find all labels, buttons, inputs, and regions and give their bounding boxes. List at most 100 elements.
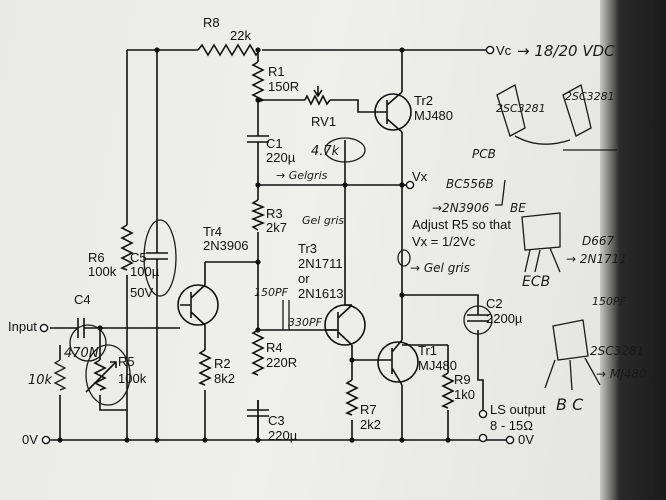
r7-value: 2k2 xyxy=(360,417,381,432)
page-fold-shadow xyxy=(600,0,666,500)
c5-voltage: 50V xyxy=(130,285,153,300)
r9-value: 1k0 xyxy=(454,387,475,402)
zero-left-label: 0V xyxy=(22,432,38,447)
zero-left-terminal xyxy=(41,435,51,445)
vx-terminal xyxy=(405,180,415,190)
r5-arrow xyxy=(85,361,117,393)
r2-label: R2 xyxy=(214,356,231,371)
r3-resistor xyxy=(250,199,266,231)
r8-label: R8 xyxy=(203,15,220,30)
hw-2n3906: →2N3906 xyxy=(432,201,490,215)
tr1-value: MJ480 xyxy=(418,358,457,373)
tr2-value: MJ480 xyxy=(414,108,453,123)
tr3-base-capacitor xyxy=(282,300,290,330)
rv1-value: 4.7k xyxy=(311,144,340,159)
tr1-label: Tr1 xyxy=(418,343,437,358)
r9-label: R9 xyxy=(454,372,471,387)
c1-label: C1 xyxy=(266,136,283,151)
hw-2n1711: → 2N1711 xyxy=(566,252,627,266)
vc-note: → 18/20 VDC xyxy=(517,42,615,60)
c4-capacitor xyxy=(70,318,92,338)
r3-label: R3 xyxy=(266,206,283,221)
hw-t2: 2SC3281 xyxy=(565,90,615,103)
hw-be-pinout: BE xyxy=(510,201,526,215)
ls-output-value: 8 - 15Ω xyxy=(490,418,533,433)
r8-resistor xyxy=(197,43,261,57)
c3-label: C3 xyxy=(268,413,285,428)
wires xyxy=(50,49,510,441)
adjust-note-1: Adjust R5 so that xyxy=(412,217,511,232)
tr3-alt: 2N1613 xyxy=(298,286,344,301)
r1-label: R1 xyxy=(268,64,285,79)
r7-label: R7 xyxy=(360,402,377,417)
handwritten-notes xyxy=(69,84,617,406)
c2-value: 2200µ xyxy=(486,311,523,326)
tr4-label: Tr4 xyxy=(203,224,222,239)
ls-terminal-top xyxy=(478,409,488,419)
r2-value: 8k2 xyxy=(214,371,235,386)
r4-resistor xyxy=(251,329,265,376)
tr4-transistor xyxy=(177,284,219,326)
zero-right-terminal xyxy=(505,435,515,445)
hw-r3-note: Gel gris xyxy=(302,214,344,227)
r1-resistor xyxy=(251,61,265,103)
r8-value: 22k xyxy=(230,28,251,43)
c1-capacitor xyxy=(247,130,269,160)
r9-resistor xyxy=(441,372,455,409)
handwritten-10k-resistor xyxy=(53,359,67,391)
hw-330pf: 330PF xyxy=(288,316,323,329)
hw-10k-note: 10k xyxy=(28,373,53,388)
tr4-value: 2N3906 xyxy=(203,238,249,253)
hw-2sc3281: 2SC3281 xyxy=(590,344,644,358)
hw-mj480: → MJ480 xyxy=(596,367,647,381)
hw-bc556b: BC556B xyxy=(446,177,494,191)
tr1-transistor xyxy=(377,339,419,386)
r5-value: 100k xyxy=(118,371,147,386)
hw-150pf-b: 150PF xyxy=(592,295,627,308)
r2-resistor xyxy=(198,349,212,386)
c5-value: 100µ xyxy=(130,264,160,279)
tr3-label: Tr3 xyxy=(298,241,317,256)
vx-label: Vx xyxy=(412,169,428,184)
r6-resistor xyxy=(120,224,134,271)
adjust-note-2: Vx = 1/2Vc xyxy=(412,234,476,249)
c4-label: C4 xyxy=(74,292,91,307)
hw-ecb: ECB xyxy=(522,274,550,290)
c1-value: 220µ xyxy=(266,150,296,165)
c5-capacitor xyxy=(146,240,168,275)
r6-value: 100k xyxy=(88,264,117,279)
tr3-transistor xyxy=(324,304,366,346)
ls-terminal-bottom xyxy=(478,433,488,443)
rv1-label: RV1 xyxy=(311,114,336,129)
tr2-label: Tr2 xyxy=(414,93,433,108)
hw-vx-note: → Gel gris xyxy=(410,261,470,275)
ls-output-label: LS output xyxy=(490,402,546,417)
r4-value: 220R xyxy=(266,355,297,370)
tr3-or: or xyxy=(298,271,310,286)
hw-c1-note: → Gelgris xyxy=(276,169,328,182)
hw-150pf: 150PF xyxy=(254,286,289,299)
r5-resistor xyxy=(93,359,107,391)
r5-label: R5 xyxy=(118,354,135,369)
zero-right-label: 0V xyxy=(518,432,534,447)
input-terminal xyxy=(39,323,49,333)
rv1-resistor xyxy=(304,94,331,106)
hw-pcb: PCB xyxy=(472,147,496,161)
hw-c4-note: 470N xyxy=(64,346,99,361)
c3-capacitor xyxy=(247,405,269,440)
r3-value: 2k7 xyxy=(266,220,287,235)
hw-d667: D667 xyxy=(582,234,615,248)
junctions xyxy=(57,47,451,443)
c3-value: 220µ xyxy=(268,428,298,443)
r6-label: R6 xyxy=(88,250,105,265)
c2-label: C2 xyxy=(486,296,503,311)
vc-terminal xyxy=(485,45,495,55)
c2-capacitor xyxy=(467,314,489,322)
vc-label: Vc xyxy=(496,43,512,58)
tr3-value: 2N1711 xyxy=(298,256,343,271)
r4-label: R4 xyxy=(266,340,283,355)
r1-value: 150R xyxy=(268,79,299,94)
hw-bc-pins: B C xyxy=(556,395,584,414)
